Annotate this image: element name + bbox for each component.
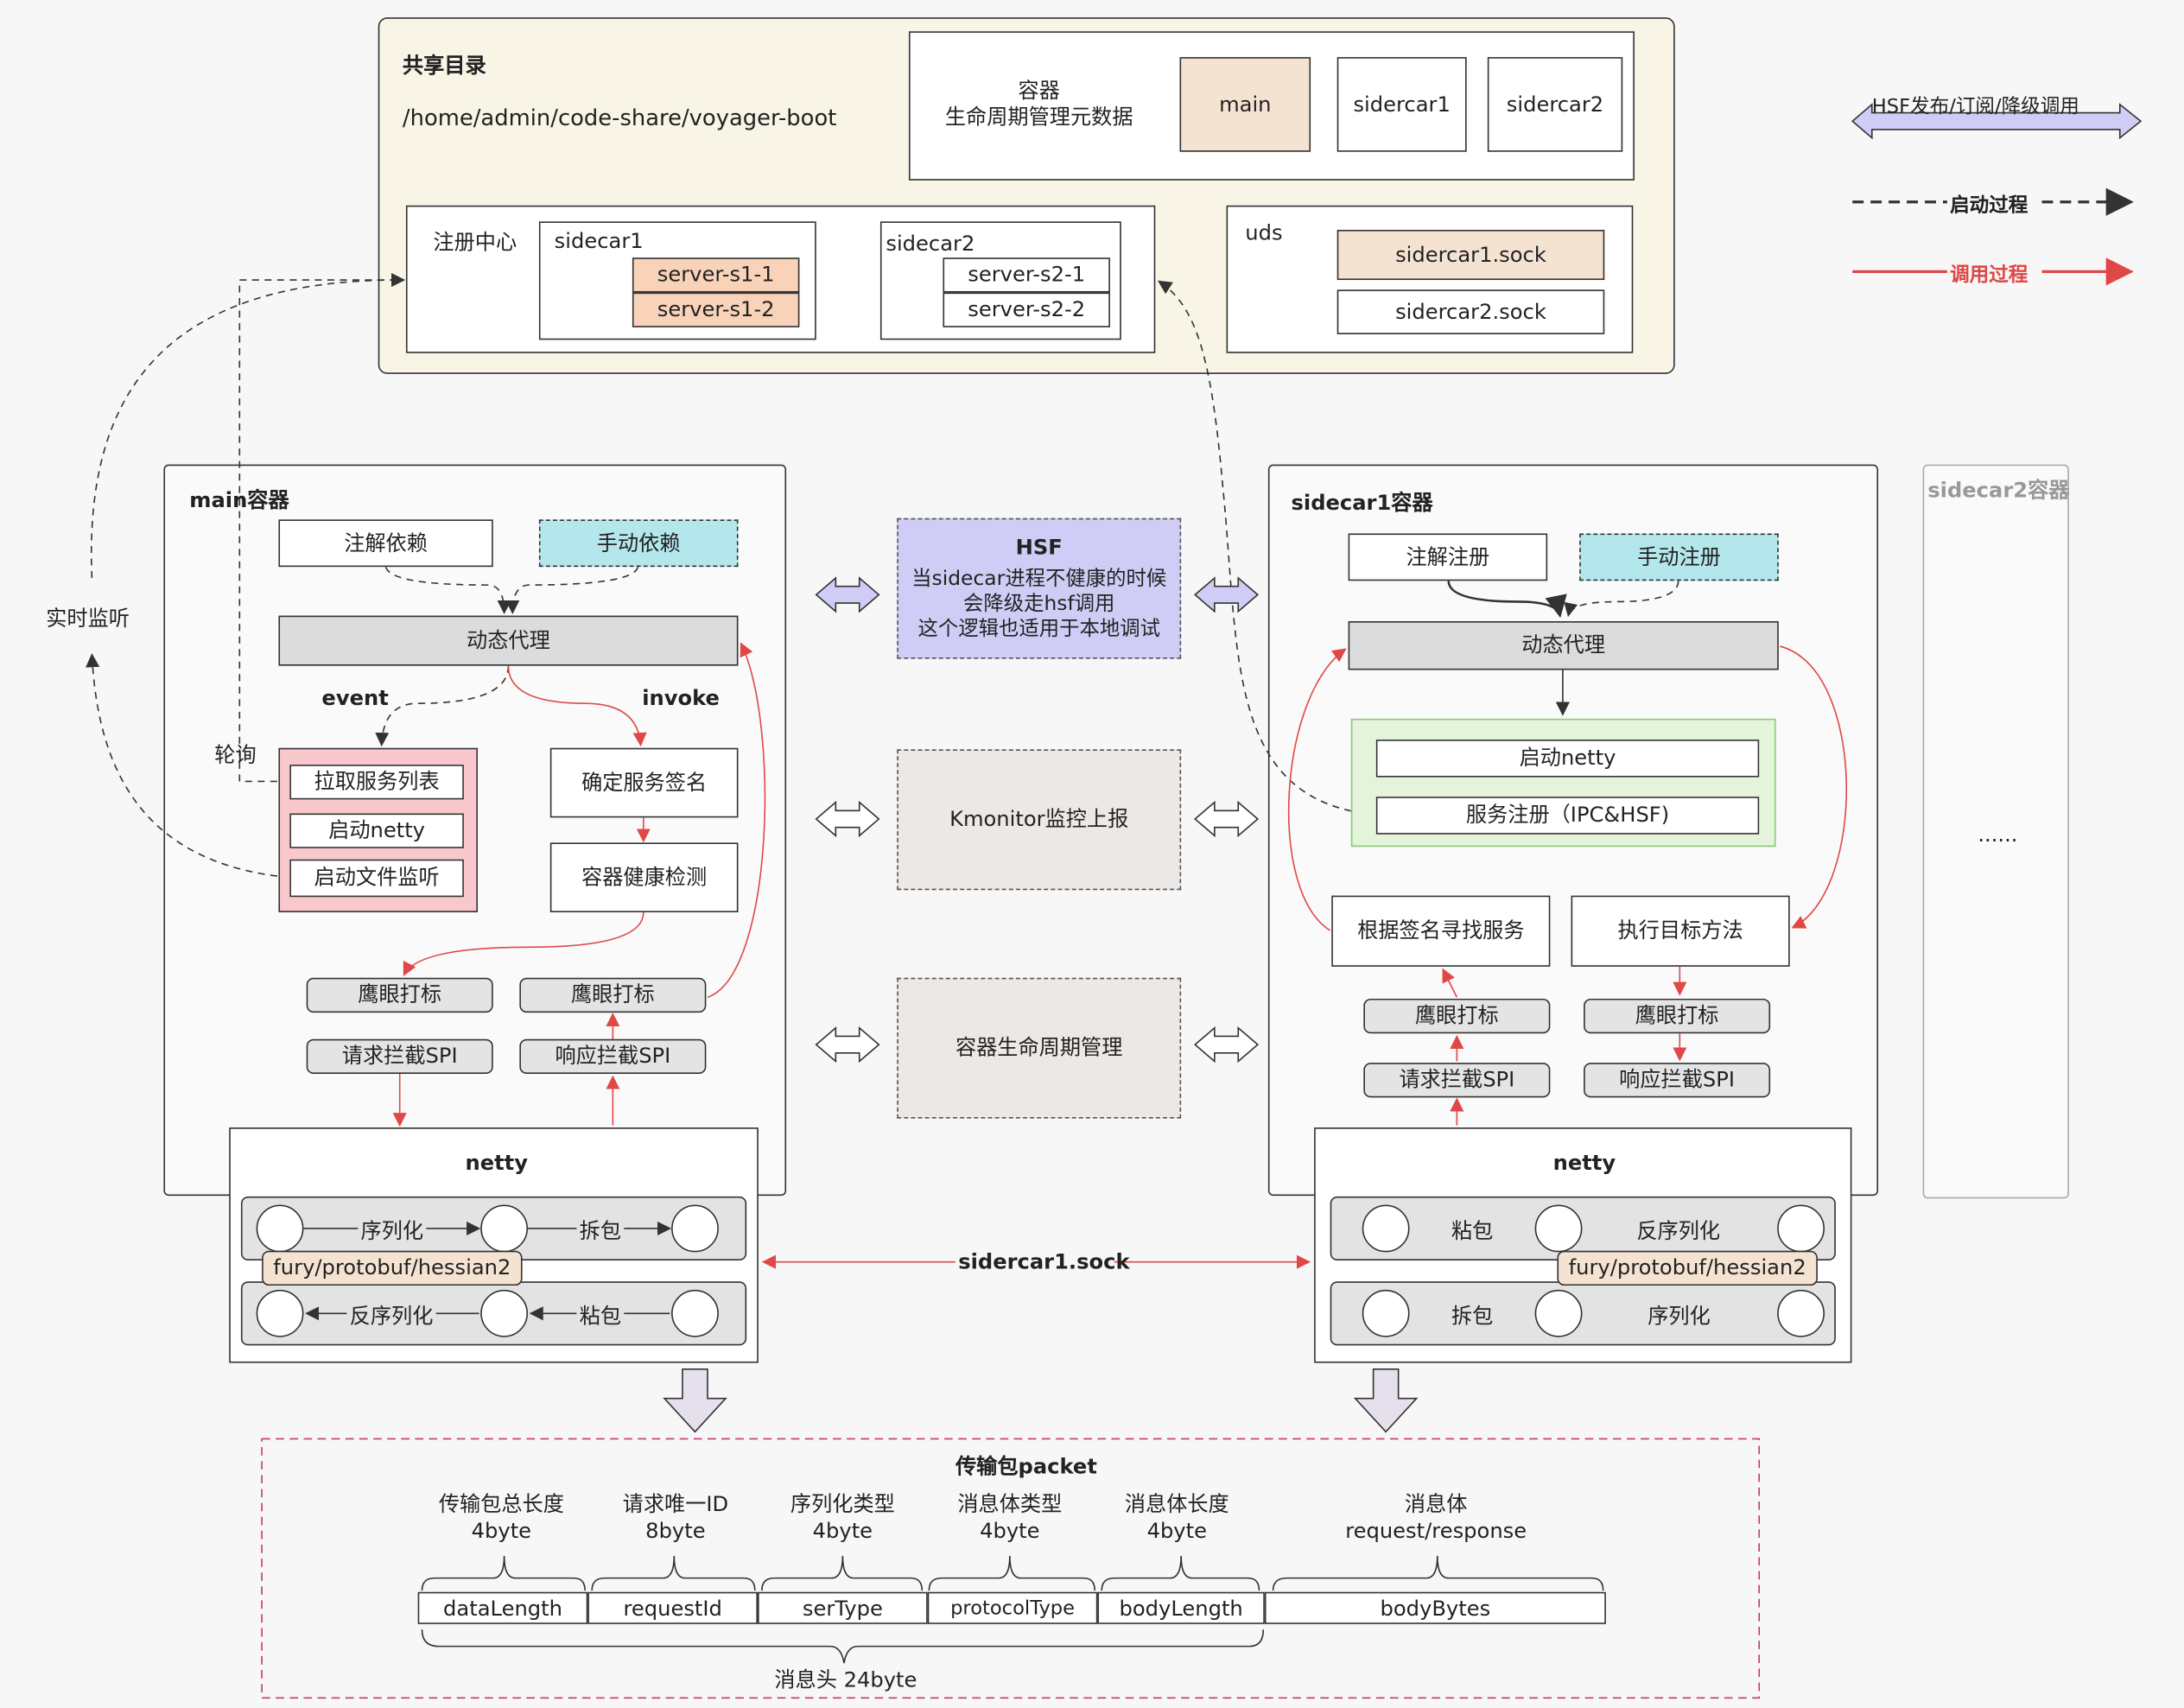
sidecar-dynamic-proxy: 动态代理 [1348,621,1779,670]
poll-label: 轮询 [214,742,257,768]
sidecar-start-netty: 启动netty [1375,740,1760,778]
netty-side-node [1534,1204,1583,1253]
netty-side-node [1534,1289,1583,1337]
netty-main-node [256,1204,304,1253]
netty-main-node [671,1289,719,1337]
uds-label: uds [1245,219,1283,245]
field-label-requestid: 请求唯一ID 8byte [622,1492,729,1544]
legend-startup: 启动过程 [1950,194,2028,218]
sidecar-hawkeye-tag-1: 鹰眼打标 [1363,998,1551,1034]
field-label-bodylength: 消息体长度 4byte [1124,1492,1229,1544]
pull-service-list: 拉取服务列表 [289,765,464,800]
deserialize-label: 反序列化 [1634,1216,1724,1246]
header-size-label: 消息头 24byte [774,1667,917,1692]
unpack-label: 拆包 [1448,1300,1496,1330]
field-requestid: requestId [587,1591,759,1624]
main-hawkeye-tag-2: 鹰眼打标 [519,977,707,1013]
main-container-title: main容器 [189,487,289,513]
event-label: event [321,685,389,711]
netty-side-node [1777,1204,1825,1253]
realtime-monitor-label: 实时监听 [46,606,130,632]
field-label-datalength: 传输包总长度 4byte [438,1492,564,1544]
netty-main-codec: fury/protobuf/hessian2 [262,1250,523,1286]
sock-link-label: sidercar1.sock [958,1249,1130,1275]
shared-dir-path: /home/admin/code-share/voyager-boot [402,104,837,131]
registry-sidecar2-label: sidecar2 [886,231,975,257]
legend-hsf: HSF发布/订阅/降级调用 [1871,96,2079,119]
start-file-watch: 启动文件监听 [289,859,464,898]
start-netty-main: 启动netty [289,813,464,848]
netty-side-out-lane [1330,1281,1836,1346]
registry-sidecar1-label: sidecar1 [554,228,644,254]
field-label-bodybytes: 消息体 request/response [1345,1492,1527,1544]
field-datalength: dataLength [417,1591,588,1624]
field-protocoltype: protocolType [927,1591,1098,1624]
unpack-label: 拆包 [576,1216,625,1246]
netty-main-node [480,1204,529,1253]
hsf-title: HSF [1015,534,1063,561]
netty-main-node [480,1289,529,1337]
netty-main-title: netty [465,1150,528,1176]
legend-call: 调用过程 [1950,264,2028,288]
netty-side-codec: fury/protobuf/hessian2 [1557,1250,1818,1286]
sock-sidercar1: sidercar1.sock [1336,230,1605,281]
field-label-sertype: 序列化类型 4byte [790,1492,895,1544]
field-bodybytes: bodyBytes [1264,1591,1606,1624]
main-manual-dep: 手动依赖 [538,519,739,568]
meta-item-main: main [1179,57,1311,152]
hsf-description: 当sidecar进程不健康的时候 会降级走hsf调用 这个逻辑也适用于本地调试 [911,568,1167,641]
field-label-protocoltype: 消息体类型 4byte [957,1492,1063,1544]
netty-side-node [1362,1289,1410,1337]
hsf-fallback-box: HSF 当sidecar进程不健康的时候 会降级走hsf调用 这个逻辑也适用于本… [897,517,1182,659]
sidecar2-ellipsis: ...... [1978,822,2018,848]
field-sertype: serType [758,1591,928,1624]
meta-item-sidercar1: sidercar1 [1336,57,1467,152]
sidecar1-container-title: sidecar1容器 [1291,490,1433,516]
server-s2-1: server-s2-1 [943,257,1110,293]
registry-label: 注册中心 [433,230,517,256]
netty-side-title: netty [1552,1150,1616,1176]
main-response-spi: 响应拦截SPI [519,1038,707,1075]
sidecar2-container-title: sidecar2容器 [1927,477,2070,504]
lifecycle-meta-label: 容器 生命周期管理元数据 [944,78,1133,130]
serialize-label: 序列化 [1645,1300,1714,1330]
netty-main-node [671,1204,719,1253]
sidecar-request-spi: 请求拦截SPI [1363,1063,1551,1098]
server-s1-2: server-s1-2 [632,292,800,327]
execute-target-method: 执行目标方法 [1571,895,1790,967]
netty-side-node [1362,1204,1410,1253]
sidecar-hawkeye-tag-2: 鹰眼打标 [1584,998,1771,1034]
sidecar-manual-reg: 手动注册 [1579,533,1779,581]
shared-dir-title: 共享目录 [402,53,486,79]
lifecycle-mgmt-box: 容器生命周期管理 [897,977,1182,1119]
stick-label: 粘包 [576,1300,625,1330]
main-annotation-dep: 注解依赖 [278,519,493,568]
main-request-spi: 请求拦截SPI [306,1038,493,1075]
field-bodylength: bodyLength [1097,1591,1265,1624]
server-s1-1: server-s1-1 [632,257,800,293]
netty-side-node [1777,1289,1825,1337]
kmonitor-box: Kmonitor监控上报 [897,749,1182,891]
sock-sidercar2: sidercar2.sock [1336,289,1605,334]
serialize-label: 序列化 [358,1216,427,1246]
find-service-by-signature: 根据签名寻找服务 [1331,895,1551,967]
determine-signature: 确定服务签名 [549,747,739,818]
meta-item-sidercar2: sidercar2 [1487,57,1623,152]
container-health-check: 容器健康检测 [549,842,739,912]
sidecar-annotation-reg: 注解注册 [1348,533,1548,581]
main-hawkeye-tag-1: 鹰眼打标 [306,977,493,1013]
netty-side-in-lane [1330,1196,1836,1261]
deserialize-label: 反序列化 [346,1300,436,1330]
packet-title: 传输包packet [955,1454,1097,1480]
netty-main-node [256,1289,304,1337]
sidecar-service-registration: 服务注册（IPC&HSF) [1375,797,1760,835]
sidecar-response-spi: 响应拦截SPI [1584,1063,1771,1098]
main-dynamic-proxy: 动态代理 [278,615,739,666]
invoke-label: invoke [642,685,720,711]
server-s2-2: server-s2-2 [943,292,1110,327]
stick-label: 粘包 [1448,1216,1496,1246]
